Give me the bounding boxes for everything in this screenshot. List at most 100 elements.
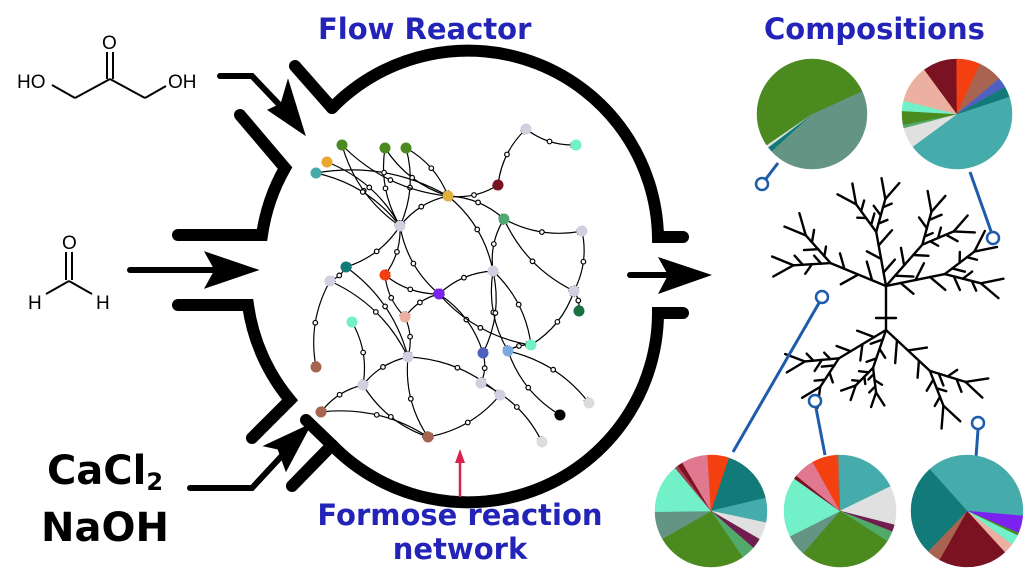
pie-slice — [956, 86, 1010, 115]
species-node — [520, 123, 532, 135]
reaction-node — [580, 258, 587, 265]
reaction-node — [360, 349, 367, 356]
species-node — [494, 389, 506, 401]
composition-bottom-left — [654, 454, 768, 568]
tree-branch — [849, 384, 857, 402]
tree-branch — [930, 194, 947, 214]
tree-twig — [869, 212, 876, 227]
tree-twig — [872, 204, 882, 217]
link-marker-bottom-right — [970, 415, 986, 431]
pie-slice — [802, 510, 888, 568]
reaction-node — [409, 174, 416, 181]
reaction-edge — [438, 293, 484, 354]
tree-twig — [878, 347, 887, 359]
species-node — [477, 347, 489, 359]
reaction-node — [388, 294, 395, 301]
reaction-node — [492, 310, 499, 316]
species-node — [315, 406, 327, 418]
tree-twig — [946, 368, 959, 378]
reaction-edge — [399, 195, 449, 227]
reaction-edge — [362, 384, 429, 439]
tree-branch — [836, 193, 858, 206]
tree-twig — [813, 378, 827, 382]
tree-branch — [839, 384, 857, 392]
tree-branch — [964, 377, 990, 384]
reaction-node — [504, 151, 510, 158]
reaction-node — [490, 241, 497, 247]
species-node — [570, 139, 582, 151]
tree-branch — [851, 182, 858, 206]
tree-twig — [869, 338, 884, 345]
reaction-node — [428, 165, 435, 172]
arrow-salt-head — [262, 422, 313, 473]
pie-links — [731, 162, 1001, 458]
pie-slice — [939, 510, 1006, 568]
link-top-right — [968, 171, 994, 235]
tree-branch — [884, 181, 901, 201]
tree-twig — [863, 375, 867, 386]
network-caption-line2: network — [392, 532, 528, 566]
reaction-node — [475, 199, 481, 206]
pie-slice — [929, 454, 1024, 517]
formaldehyde-h-right-label: H — [96, 293, 110, 314]
network-pointer-arrow — [455, 449, 465, 497]
tree-twig — [804, 262, 814, 276]
reaction-node — [464, 419, 471, 426]
reaction-node — [529, 258, 536, 265]
species-node — [321, 156, 333, 168]
link-marker-bottom-left — [814, 289, 830, 305]
species-node — [536, 436, 548, 448]
tree-twig — [820, 364, 836, 368]
reaction-node — [418, 203, 425, 210]
reaction-node — [394, 248, 400, 255]
sodium-hydroxide-label: NaOH — [41, 505, 169, 551]
tree-twig — [882, 258, 897, 274]
calcium-chloride-base: CaCl — [46, 448, 147, 494]
reaction-edge — [497, 128, 527, 186]
species-node — [475, 377, 487, 389]
species-node — [498, 213, 510, 225]
tree-twig — [916, 359, 921, 379]
species-node — [310, 361, 322, 373]
reaction-node — [407, 395, 414, 402]
reaction-node — [474, 226, 481, 233]
reaction-edge — [345, 225, 401, 269]
reaction-node — [387, 177, 394, 183]
reaction-node — [381, 169, 387, 176]
arrow-dha-head — [266, 78, 306, 137]
species-node — [324, 275, 336, 287]
tree-branch — [940, 404, 945, 430]
tree-twig — [899, 281, 915, 295]
composition-bottom-right — [910, 454, 1024, 568]
reaction-edge — [399, 225, 440, 295]
pie-slice — [707, 454, 729, 512]
tree-twig — [823, 245, 828, 258]
reaction-node — [373, 411, 380, 418]
species-node — [573, 305, 585, 317]
reaction-node — [312, 319, 319, 326]
tree-twig — [823, 351, 832, 361]
tree-twig — [951, 267, 967, 273]
tree-twig — [928, 275, 947, 292]
pie-slice — [756, 58, 863, 146]
species-node — [379, 269, 391, 281]
tree-branch — [772, 264, 795, 278]
tree-twig — [813, 358, 824, 373]
reaction-node — [410, 260, 417, 267]
reaction-edge — [438, 270, 494, 295]
hydroxyl-left-label: HO — [17, 72, 46, 93]
species-node — [400, 142, 412, 154]
reaction-node — [575, 297, 582, 304]
hydroxyl-right-label: OH — [168, 72, 197, 93]
reaction-node — [407, 286, 414, 293]
species-node — [357, 379, 369, 391]
reaction-node — [471, 192, 477, 198]
link-bottom-left — [731, 302, 821, 453]
tree-twig — [961, 270, 974, 280]
tree-twig — [928, 240, 940, 247]
network-caption: Formose reaction network — [300, 498, 620, 566]
reaction-node — [516, 343, 522, 349]
tree-twig — [867, 372, 876, 381]
tree-twig — [877, 229, 894, 247]
